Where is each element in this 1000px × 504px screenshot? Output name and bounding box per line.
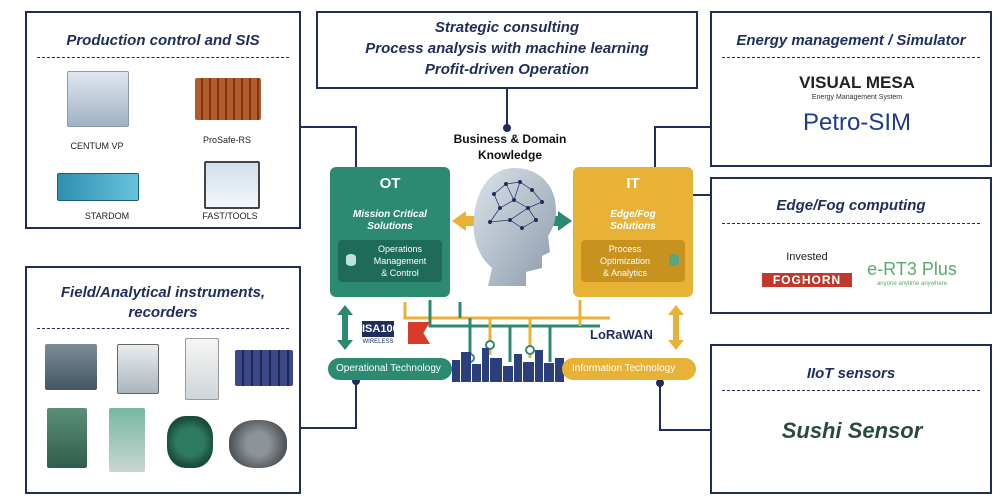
ot-subtitle-line-1: Mission Critical	[353, 209, 427, 220]
centum-vp-image	[67, 71, 129, 127]
visual-mesa-logo: VISUAL MESA	[799, 73, 915, 92]
ert3-logo: e-RT3 Plus	[867, 259, 957, 279]
field-title-line-2: recorders	[128, 304, 198, 321]
ot-inner-box: Operations Management & Control	[338, 240, 442, 282]
instrument-image-8	[229, 420, 287, 468]
item-prosafe-rs: ProSafe-RS	[202, 135, 252, 145]
it-subtitle-line-1: Edge/Fog	[610, 209, 656, 220]
strategic-line-1: Strategic consulting	[434, 19, 580, 36]
it-subtitle-line-2: Solutions	[610, 221, 656, 232]
iiot-title: IIoT sensors	[806, 365, 896, 382]
it-inner-line-2: Optimization	[599, 256, 651, 266]
information-technology-label: Information Technology	[572, 363, 676, 374]
visual-mesa-subtitle: Energy Management System	[811, 94, 903, 101]
strategic-line-2: Process analysis with machine learning	[365, 40, 649, 57]
instrument-image-7	[167, 416, 213, 468]
instrument-image-6	[109, 408, 145, 472]
edge-title: Edge/Fog computing	[776, 197, 926, 214]
fast-tools-image	[204, 161, 260, 209]
energy-title: Energy management / Simulator	[736, 32, 966, 49]
it-box: IT Edge/Fog Solutions Process Optimizati…	[573, 167, 693, 297]
database-icon	[669, 254, 679, 266]
fieldcomm-logo	[408, 322, 430, 344]
it-inner-line-1: Process	[608, 244, 642, 254]
it-label: IT	[626, 175, 640, 192]
prosafe-rs-image	[195, 78, 261, 120]
strategic-consulting-box: Strategic consulting Process analysis wi…	[316, 11, 698, 89]
stardom-image	[57, 173, 139, 201]
database-icon	[346, 254, 356, 266]
foghorn-logo: FOGHORN	[762, 273, 852, 287]
lorawan-logo: LoRaWAN	[590, 327, 653, 342]
field-title-line-1: Field/Analytical instruments,	[60, 284, 266, 301]
edge-fog-panel: Edge/Fog computing Invested FOGHORN e-RT…	[710, 177, 992, 314]
ot-inner-line-1: Operations	[377, 244, 423, 254]
iiot-sensors-panel: IIoT sensors Sushi Sensor	[710, 344, 992, 494]
isa100-logo-subtext: WIRELESS	[362, 339, 394, 345]
energy-management-panel: Energy management / Simulator VISUAL MES…	[710, 11, 992, 167]
item-fast-tools: FAST/TOOLS	[202, 211, 258, 221]
instrument-image-3	[185, 338, 219, 400]
ot-inner-line-3: & Control	[381, 268, 419, 278]
field-instruments-panel: Field/Analytical instruments, recorders	[25, 266, 301, 494]
ot-subtitle-line-2: Solutions	[367, 221, 413, 232]
ot-box: OT Mission Critical Solutions Operations…	[330, 167, 450, 297]
ert3-subtitle: anyone anytime anywhere	[876, 281, 948, 287]
brain-head-illustration	[473, 168, 556, 286]
invested-label: Invested	[786, 251, 828, 263]
instrument-image-4	[235, 350, 293, 386]
item-centum-vp: CENTUM VP	[70, 141, 124, 151]
information-technology-bar: Information Technology	[562, 358, 696, 380]
strategic-line-3: Profit-driven Operation	[424, 61, 590, 78]
instrument-image-2	[117, 344, 159, 394]
production-control-panel: Production control and SIS CENTUM VP Pro…	[25, 11, 301, 229]
ot-inner-line-2: Management	[373, 256, 427, 266]
ot-label: OT	[379, 175, 401, 192]
isa100-logo-text: ISA100	[362, 321, 399, 337]
instrument-image-5	[47, 408, 87, 468]
operational-technology-bar: Operational Technology	[328, 358, 452, 380]
operational-technology-label: Operational Technology	[336, 363, 441, 374]
isa100-logo: ISA100 WIRELESS	[362, 321, 399, 349]
business-knowledge-line-2: Knowledge	[477, 148, 542, 162]
it-inner-box: Process Optimization & Analytics	[581, 240, 685, 282]
sushi-sensor-logo: Sushi Sensor	[781, 418, 923, 443]
production-title: Production control and SIS	[66, 32, 260, 49]
instrument-image-1	[45, 344, 97, 390]
it-inner-line-3: & Analytics	[602, 268, 648, 278]
petrosim-logo: Petro-SIM	[802, 109, 912, 136]
item-stardom: STARDOM	[84, 211, 130, 221]
business-knowledge-line-1: Business & Domain	[453, 132, 567, 146]
